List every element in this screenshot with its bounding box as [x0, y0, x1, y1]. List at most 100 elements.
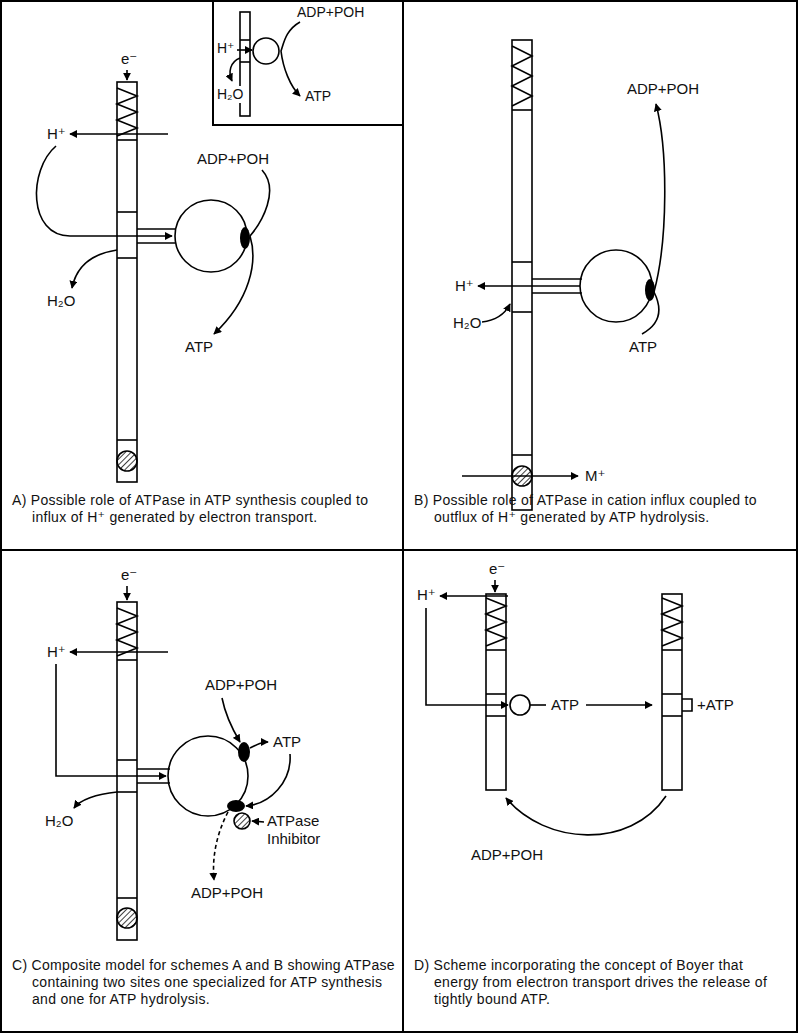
electron-carrier — [117, 608, 137, 656]
stalk — [137, 228, 175, 230]
inset-label: ADP+POH — [296, 4, 365, 21]
stalk — [532, 278, 582, 280]
panel-a-art — [117, 257, 137, 259]
electron-carrier — [512, 46, 532, 106]
text-label: ATP — [628, 338, 658, 356]
hydrolysis-site — [227, 800, 245, 812]
panel-b-art — [462, 40, 665, 510]
inset-art — [240, 61, 250, 63]
panel-b-art — [512, 109, 532, 111]
proton-arrow — [70, 651, 168, 653]
membrane — [117, 82, 137, 482]
water-arrow — [74, 792, 117, 808]
electron-arrow — [494, 580, 496, 592]
text-label: ADP+POH — [626, 80, 700, 98]
atpase-head — [580, 250, 652, 322]
water-arrow — [72, 250, 117, 288]
panel-c-art — [117, 659, 137, 661]
panel-a-art — [117, 439, 137, 441]
text-label: +ATP — [696, 696, 735, 714]
transfer-arrow — [586, 704, 652, 706]
panel-d-art — [486, 715, 506, 717]
inset-label: ATP — [304, 88, 332, 105]
reaction-arrow — [246, 754, 290, 806]
active-site — [240, 227, 250, 249]
reaction-arrow — [281, 22, 300, 96]
text-label: ATPase Inhibitor — [266, 812, 340, 848]
synthesis-site — [238, 742, 250, 762]
panel-d-art — [426, 580, 692, 835]
text-label: H₂O — [46, 292, 76, 310]
panel-a-art — [117, 139, 137, 141]
membrane — [486, 594, 506, 790]
panel-d-art — [662, 649, 682, 651]
panel-d-art — [486, 693, 506, 695]
proton-return-arrow — [36, 146, 172, 236]
text-label: e⁻ — [120, 566, 138, 584]
binding-site — [682, 699, 692, 711]
inhibitor-symbol — [234, 813, 250, 829]
proton-return-arrow — [56, 664, 166, 776]
inset-label: H₂O — [216, 86, 244, 103]
reaction-arrow — [642, 104, 665, 334]
electron-carrier — [662, 598, 682, 646]
text-label: e⁻ — [120, 50, 138, 68]
membrane — [662, 594, 682, 790]
stalk — [137, 768, 170, 770]
text-label: ADP+POH — [196, 150, 270, 168]
text-label: H⁺ — [416, 586, 437, 604]
text-label: H⁺ — [46, 125, 67, 143]
text-label: ATP — [272, 733, 302, 751]
text-label: ADP+POH — [204, 676, 278, 694]
dashed-arrow — [214, 812, 228, 880]
reaction-arrow — [250, 742, 268, 748]
panel-caption: B) Possible role of ATPase in cation inf… — [414, 492, 790, 526]
panel-b-art — [512, 261, 532, 263]
proton-arrow — [440, 595, 508, 597]
inset-label: H⁺ — [216, 40, 236, 57]
membrane — [512, 40, 532, 510]
cation-carrier — [117, 451, 137, 471]
panel-d-art — [662, 693, 682, 695]
panel-box: D) Scheme incorporating the concept of B… — [402, 549, 798, 1033]
reaction-arrow — [222, 698, 240, 742]
electron-arrow — [126, 586, 128, 600]
panel-a-art — [36, 70, 269, 482]
atpase-head — [253, 38, 279, 64]
return-arrow — [506, 796, 666, 835]
panel-c-art — [117, 897, 137, 899]
inset-box: H⁺ ADP+POH H₂O ATP — [212, 0, 404, 126]
panel-d-art — [662, 715, 682, 717]
panel-d-art — [486, 649, 506, 651]
text-label: e⁻ — [488, 560, 506, 578]
text-label: ATP — [184, 338, 214, 356]
text-label: H⁺ — [46, 643, 67, 661]
atpase-head — [510, 695, 530, 715]
active-site — [645, 279, 655, 301]
text-label: H₂O — [452, 314, 482, 332]
stalk — [137, 242, 175, 244]
panel-box: A) Possible role of ATPase in ATP synthe… — [0, 0, 404, 551]
text-label: ADP+POH — [470, 846, 544, 864]
panel-caption: A) Possible role of ATPase in ATP synthe… — [12, 492, 396, 526]
panel-caption: D) Scheme incorporating the concept of B… — [414, 957, 790, 1008]
panel-b-art — [512, 311, 532, 313]
reaction-arrow — [214, 170, 270, 334]
text-label: H⁺ — [454, 277, 475, 295]
leader-arrow — [252, 821, 264, 822]
text-label: H₂O — [44, 812, 74, 830]
panel-c-art — [56, 586, 290, 940]
text-label: ATP — [550, 696, 580, 714]
panel-a-art — [117, 211, 137, 213]
proton-return-arrow — [426, 608, 508, 705]
proton-arrow — [70, 133, 168, 135]
atpase-head — [175, 200, 247, 272]
panel-c-art — [117, 759, 137, 761]
water-arrow — [230, 58, 240, 81]
panel-box: C) Composite model for schemes A and B s… — [0, 549, 404, 1033]
stalk — [532, 292, 582, 294]
cation-arrow — [462, 475, 578, 477]
panel-c-art — [117, 791, 137, 793]
panel-caption: C) Composite model for schemes A and B s… — [12, 957, 396, 1008]
